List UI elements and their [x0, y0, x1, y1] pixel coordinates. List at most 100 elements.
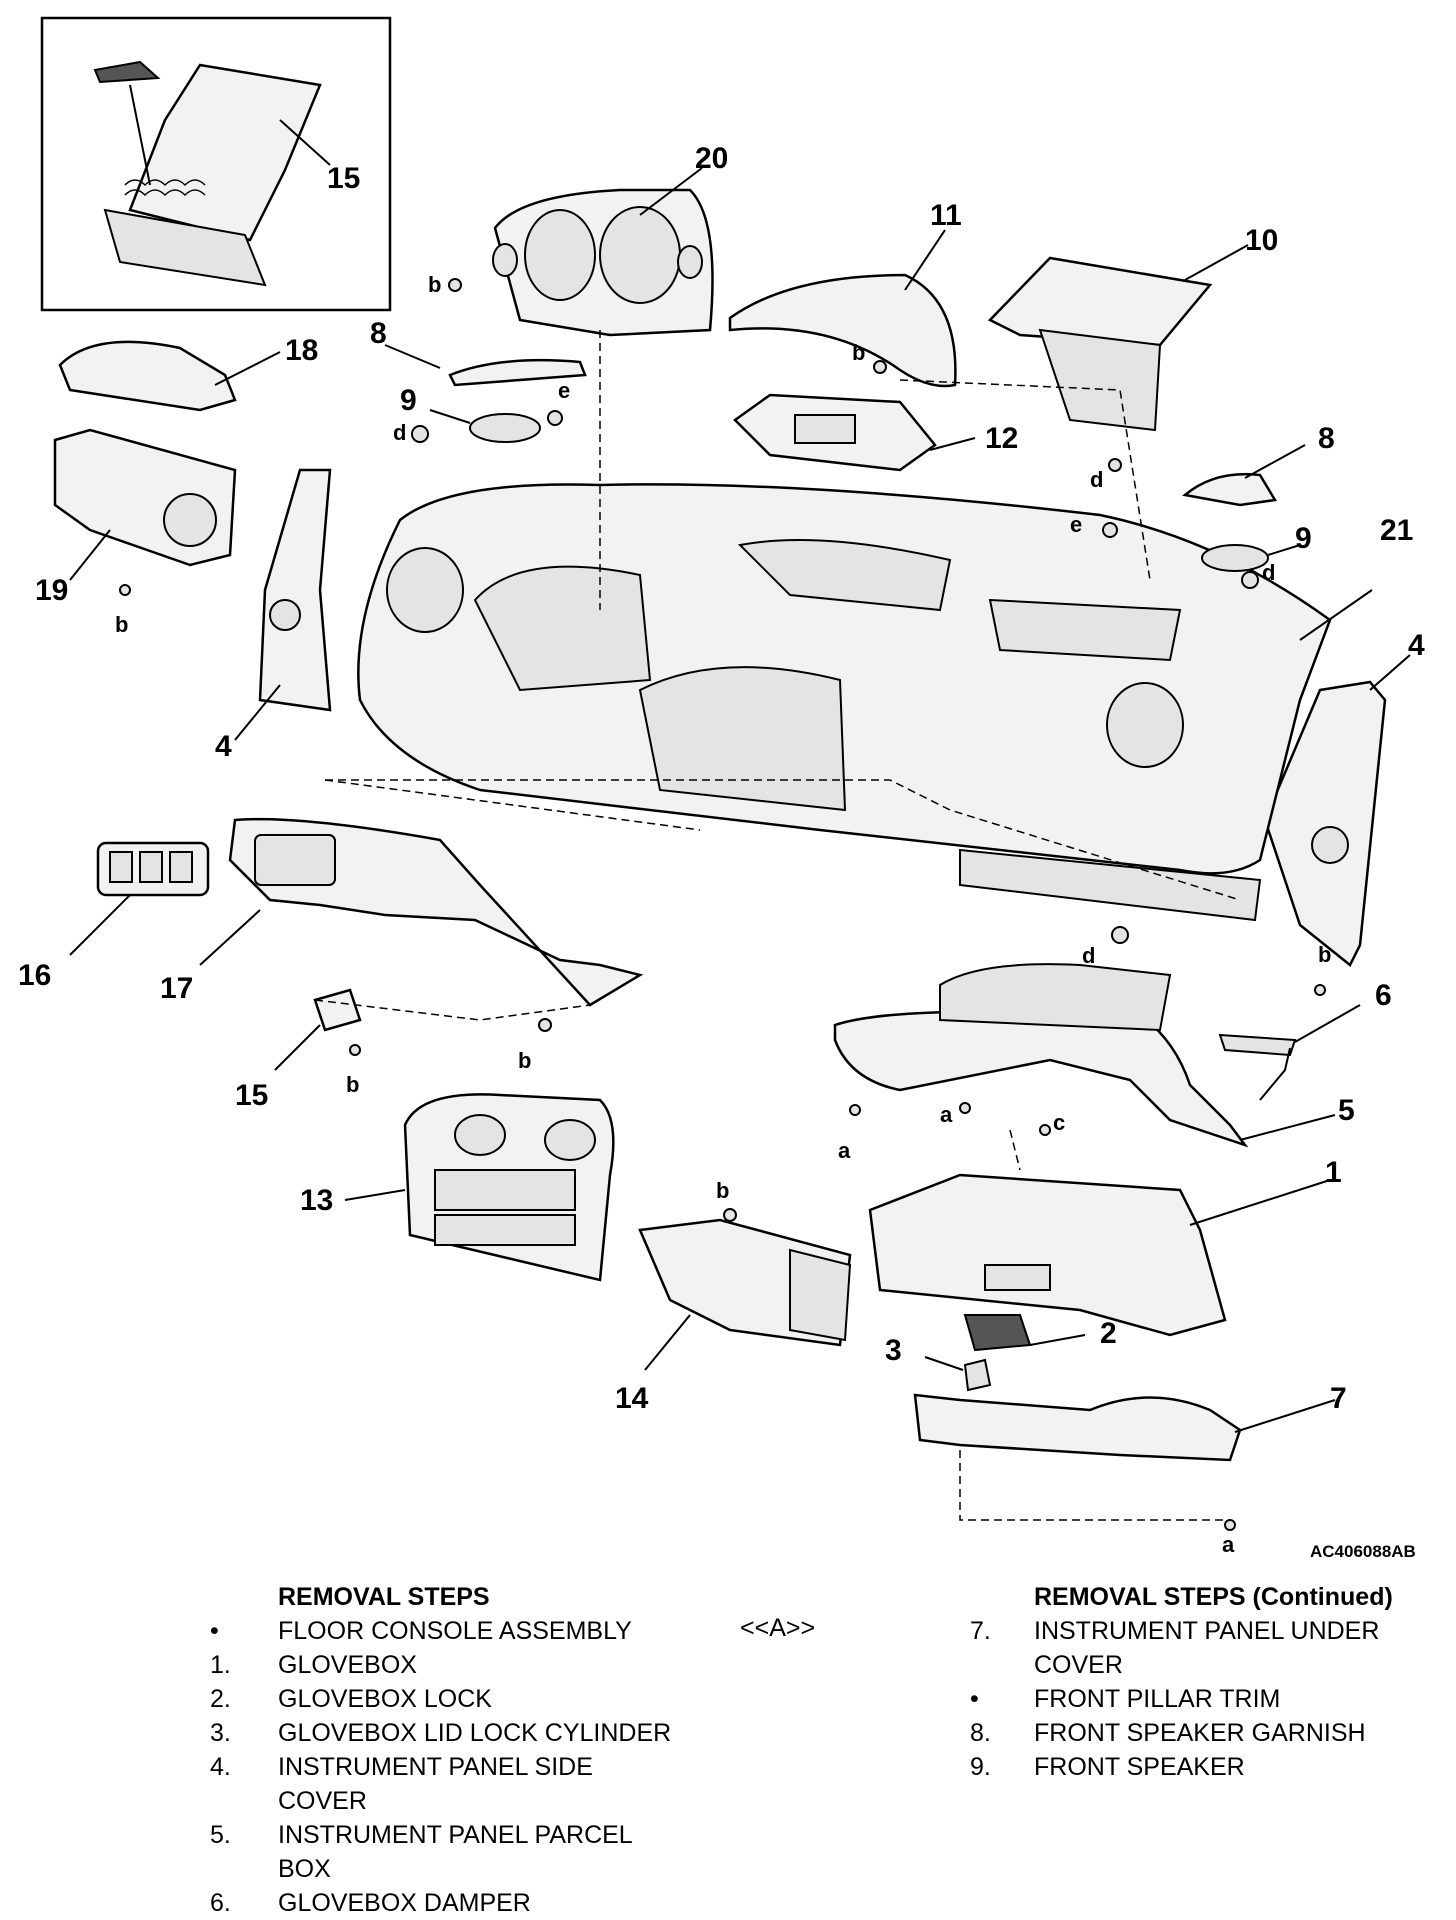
fastener-label-d: d — [393, 420, 406, 445]
removal-steps-heading: REMOVAL STEPS — [278, 1583, 490, 1611]
guide-lines — [314, 330, 1241, 1521]
part-9-speaker-left — [429, 409, 541, 443]
removal-step: 8. FRONT SPEAKER GARNISH — [970, 1716, 1450, 1750]
removal-step: 9.FRONT SPEAKER — [970, 1750, 1450, 1784]
callout-9b: 9 — [1295, 522, 1312, 555]
removal-step: 1. GLOVEBOX — [210, 1648, 730, 1682]
service-point-note: <<A>> — [740, 1614, 816, 1642]
callout-11: 11 — [930, 199, 962, 232]
part-7-under-cover — [913, 1393, 1336, 1462]
step-marker: 2. — [210, 1685, 231, 1713]
step-text: FLOOR CONSOLE ASSEMBLY — [278, 1617, 632, 1645]
fastener-label-d: d — [1262, 560, 1275, 585]
part-19-column-lower-cover — [53, 428, 237, 581]
callout-19: 19 — [35, 574, 68, 607]
part-13-center-panel — [344, 1093, 615, 1282]
step-text: GLOVEBOX LOCK — [278, 1685, 492, 1713]
callout-1: 1 — [1325, 1156, 1342, 1189]
callout-15a: 15 — [327, 162, 360, 195]
removal-step: 7. INSTRUMENT PANEL UNDER COVER — [970, 1614, 1390, 1682]
removal-step: • FLOOR CONSOLE ASSEMBLY — [210, 1614, 730, 1648]
fastener-label-e: e — [558, 378, 570, 403]
step-marker: 6. — [210, 1889, 231, 1917]
part-1-glovebox — [868, 1173, 1331, 1337]
fasteners — [119, 278, 1326, 1531]
figure-code: AC406088AB — [1310, 1542, 1416, 1560]
callout-3: 3 — [885, 1334, 902, 1367]
fastener-label-b: b — [428, 272, 441, 297]
step-marker: 9. — [970, 1753, 991, 1781]
part-5-parcel-box — [833, 963, 1336, 1148]
step-text: INSTRUMENT PANEL PARCEL BOX — [278, 1821, 632, 1883]
fastener-label-b: b — [346, 1072, 359, 1097]
step-text: GLOVEBOX LID LOCK CYLINDER — [278, 1719, 672, 1747]
callout-15b: 15 — [235, 1079, 268, 1112]
fastener-label-b: b — [716, 1178, 729, 1203]
step-marker: 8. — [970, 1719, 991, 1747]
part-8-speaker-garnish-left — [384, 344, 587, 387]
callout-16: 16 — [18, 959, 51, 992]
callout-8b: 8 — [1318, 422, 1335, 455]
part-21-instrument-panel — [357, 483, 1373, 922]
callout-5: 5 — [1338, 1094, 1355, 1127]
part-18-column-upper-cover — [58, 340, 281, 412]
removal-step: • FRONT PILLAR TRIM — [970, 1682, 1450, 1716]
part-4-side-cover-right — [1263, 654, 1411, 967]
part-16-switch-panel — [69, 841, 210, 956]
fastener-label-b: b — [852, 340, 865, 365]
callout-8a: 8 — [370, 317, 387, 350]
step-marker: • — [210, 1617, 219, 1645]
part-20-meter-hood — [492, 167, 714, 337]
step-marker: 7. — [970, 1617, 991, 1645]
part-12-center-display — [733, 393, 976, 472]
fastener-label-a: a — [1222, 1532, 1235, 1557]
part-2-glovebox-lock — [963, 1314, 1086, 1352]
fastener-label-a: a — [838, 1138, 851, 1163]
part-6-glovebox-damper — [1218, 1004, 1361, 1101]
exploded-parts-diagram: 1 2 3 4 4 5 6 7 8 8 9 9 10 11 12 13 14 1… — [18, 16, 1425, 1560]
removal-step: 3. GLOVEBOX LID LOCK CYLINDER — [210, 1716, 730, 1750]
removal-step: 4. INSTRUMENT PANEL SIDE COVER — [210, 1750, 650, 1818]
callout-2: 2 — [1100, 1317, 1117, 1350]
step-marker: 1. — [210, 1651, 231, 1679]
fastener-label-b: b — [1318, 942, 1331, 967]
step-marker: 3. — [210, 1719, 231, 1747]
step-marker: 4. — [210, 1753, 231, 1781]
fastener-label-d: d — [1090, 467, 1103, 492]
removal-step: 5. INSTRUMENT PANEL PARCEL BOX — [210, 1818, 650, 1886]
part-11-upper-cover — [728, 229, 957, 388]
part-8-speaker-garnish-right — [1182, 444, 1306, 507]
callout-4b: 4 — [1408, 629, 1425, 662]
callout-labels: 1 2 3 4 4 5 6 7 8 8 9 9 10 11 12 13 14 1… — [18, 142, 1425, 1415]
part-15-bracket — [274, 988, 362, 1071]
part-9-speaker-right — [1201, 544, 1301, 572]
callout-10: 10 — [1245, 224, 1278, 257]
fastener-label-c: c — [1053, 1110, 1065, 1135]
removal-steps-continued-heading: REMOVAL STEPS (Continued) — [1034, 1583, 1393, 1611]
step-text: FRONT PILLAR TRIM — [1034, 1685, 1281, 1713]
part-3-lock-cylinder — [924, 1356, 992, 1392]
callout-20: 20 — [695, 142, 728, 175]
fastener-label-d: d — [1082, 943, 1095, 968]
step-text: INSTRUMENT PANEL SIDE COVER — [278, 1753, 593, 1815]
removal-step: 2. GLOVEBOX LOCK — [210, 1682, 730, 1716]
step-text: INSTRUMENT PANEL UNDER COVER — [1034, 1617, 1380, 1679]
fastener-label-a: a — [940, 1102, 953, 1127]
callout-17: 17 — [160, 972, 193, 1005]
removal-steps-continued: REMOVAL STEPS (Continued) 7. INSTRUMENT P… — [970, 1580, 1450, 1784]
step-text: GLOVEBOX — [278, 1651, 417, 1679]
removal-step: 6. GLOVEBOX DAMPER — [210, 1886, 730, 1920]
step-marker: 5. — [210, 1821, 231, 1849]
fastener-labels: a a a b b b b b b b c d d d d e e — [115, 272, 1331, 1557]
callout-6: 6 — [1375, 979, 1392, 1012]
callout-12: 12 — [985, 422, 1018, 455]
part-14-audio-unit — [638, 1218, 852, 1371]
part-4-side-cover-left — [234, 468, 332, 741]
callout-18: 18 — [285, 334, 318, 367]
step-marker: • — [970, 1685, 979, 1713]
part-17-lower-cover — [199, 817, 644, 1007]
step-text: GLOVEBOX DAMPER — [278, 1889, 531, 1917]
callout-21: 21 — [1380, 514, 1413, 547]
step-text: FRONT SPEAKER GARNISH — [1034, 1719, 1366, 1747]
callout-9a: 9 — [400, 384, 417, 417]
